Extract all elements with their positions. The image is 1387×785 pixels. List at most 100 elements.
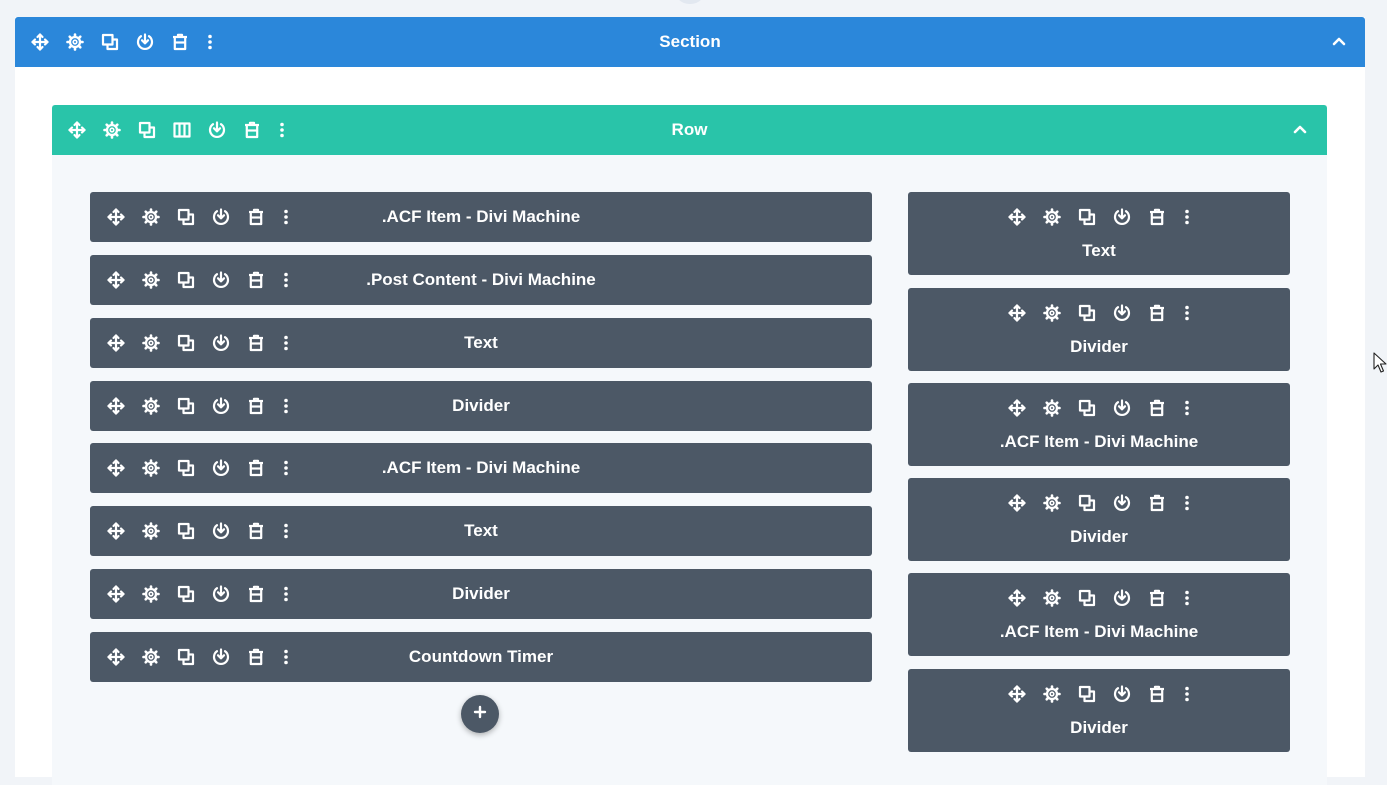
save-icon[interactable] [1112, 207, 1132, 227]
trash-icon[interactable] [246, 396, 266, 416]
duplicate-icon[interactable] [176, 207, 196, 227]
move-icon[interactable] [1007, 588, 1027, 608]
gear-icon[interactable] [141, 584, 161, 604]
move-icon[interactable] [1007, 303, 1027, 323]
module-post-content[interactable]: .Post Content - Divi Machine [90, 255, 872, 305]
module-text[interactable]: Text [90, 506, 872, 556]
duplicate-icon[interactable] [176, 584, 196, 604]
section-save-icon[interactable] [135, 32, 155, 52]
more-icon[interactable] [281, 333, 291, 353]
more-icon[interactable] [1182, 398, 1192, 418]
duplicate-icon[interactable] [1077, 588, 1097, 608]
more-icon[interactable] [1182, 493, 1192, 513]
module-divider[interactable]: Divider [90, 381, 872, 431]
trash-icon[interactable] [1147, 493, 1167, 513]
add-module-button[interactable] [461, 695, 499, 733]
trash-icon[interactable] [1147, 207, 1167, 227]
section-collapse-icon[interactable] [1328, 30, 1350, 52]
duplicate-icon[interactable] [1077, 493, 1097, 513]
more-icon[interactable] [1182, 684, 1192, 704]
module-text[interactable]: Text [90, 318, 872, 368]
move-icon[interactable] [106, 458, 126, 478]
row-delete-icon[interactable] [242, 120, 262, 140]
move-icon[interactable] [106, 270, 126, 290]
gear-icon[interactable] [141, 270, 161, 290]
module-divider[interactable]: Divider [908, 288, 1290, 371]
duplicate-icon[interactable] [1077, 684, 1097, 704]
move-icon[interactable] [106, 333, 126, 353]
save-icon[interactable] [211, 521, 231, 541]
move-icon[interactable] [106, 396, 126, 416]
row-more-icon[interactable] [277, 120, 287, 140]
save-icon[interactable] [1112, 588, 1132, 608]
trash-icon[interactable] [1147, 398, 1167, 418]
trash-icon[interactable] [246, 333, 266, 353]
save-icon[interactable] [211, 207, 231, 227]
move-icon[interactable] [1007, 493, 1027, 513]
more-icon[interactable] [281, 458, 291, 478]
row-collapse-icon[interactable] [1289, 118, 1311, 140]
row-duplicate-icon[interactable] [137, 120, 157, 140]
gear-icon[interactable] [1042, 303, 1062, 323]
trash-icon[interactable] [246, 207, 266, 227]
gear-icon[interactable] [1042, 207, 1062, 227]
trash-icon[interactable] [1147, 588, 1167, 608]
move-icon[interactable] [106, 521, 126, 541]
more-icon[interactable] [1182, 303, 1192, 323]
module-text[interactable]: Text [908, 192, 1290, 275]
row-save-icon[interactable] [207, 120, 227, 140]
gear-icon[interactable] [141, 207, 161, 227]
more-icon[interactable] [281, 521, 291, 541]
duplicate-icon[interactable] [176, 458, 196, 478]
save-icon[interactable] [211, 458, 231, 478]
trash-icon[interactable] [1147, 684, 1167, 704]
more-icon[interactable] [281, 584, 291, 604]
move-icon[interactable] [106, 207, 126, 227]
gear-icon[interactable] [1042, 588, 1062, 608]
module-acf-item[interactable]: .ACF Item - Divi Machine [908, 383, 1290, 466]
section-more-icon[interactable] [205, 32, 215, 52]
duplicate-icon[interactable] [1077, 207, 1097, 227]
module-countdown-timer[interactable]: Countdown Timer [90, 632, 872, 682]
row-settings-icon[interactable] [102, 120, 122, 140]
trash-icon[interactable] [1147, 303, 1167, 323]
duplicate-icon[interactable] [176, 270, 196, 290]
gear-icon[interactable] [1042, 493, 1062, 513]
save-icon[interactable] [1112, 684, 1132, 704]
gear-icon[interactable] [141, 647, 161, 667]
move-icon[interactable] [1007, 207, 1027, 227]
gear-icon[interactable] [141, 396, 161, 416]
save-icon[interactable] [1112, 303, 1132, 323]
more-icon[interactable] [1182, 207, 1192, 227]
duplicate-icon[interactable] [176, 396, 196, 416]
save-icon[interactable] [211, 647, 231, 667]
module-acf-item[interactable]: .ACF Item - Divi Machine [90, 443, 872, 493]
trash-icon[interactable] [246, 521, 266, 541]
duplicate-icon[interactable] [176, 521, 196, 541]
more-icon[interactable] [1182, 588, 1192, 608]
save-icon[interactable] [211, 333, 231, 353]
duplicate-icon[interactable] [1077, 398, 1097, 418]
section-duplicate-icon[interactable] [100, 32, 120, 52]
section-delete-icon[interactable] [170, 32, 190, 52]
trash-icon[interactable] [246, 584, 266, 604]
save-icon[interactable] [211, 396, 231, 416]
move-icon[interactable] [106, 647, 126, 667]
duplicate-icon[interactable] [1077, 303, 1097, 323]
gear-icon[interactable] [1042, 398, 1062, 418]
more-icon[interactable] [281, 207, 291, 227]
save-icon[interactable] [1112, 398, 1132, 418]
trash-icon[interactable] [246, 270, 266, 290]
module-divider[interactable]: Divider [908, 669, 1290, 752]
save-icon[interactable] [1112, 493, 1132, 513]
gear-icon[interactable] [141, 458, 161, 478]
section-settings-icon[interactable] [65, 32, 85, 52]
save-icon[interactable] [211, 584, 231, 604]
row-header-bar[interactable]: Row [52, 105, 1327, 155]
row-move-icon[interactable] [67, 120, 87, 140]
more-icon[interactable] [281, 396, 291, 416]
gear-icon[interactable] [141, 333, 161, 353]
move-icon[interactable] [1007, 398, 1027, 418]
duplicate-icon[interactable] [176, 647, 196, 667]
move-icon[interactable] [1007, 684, 1027, 704]
